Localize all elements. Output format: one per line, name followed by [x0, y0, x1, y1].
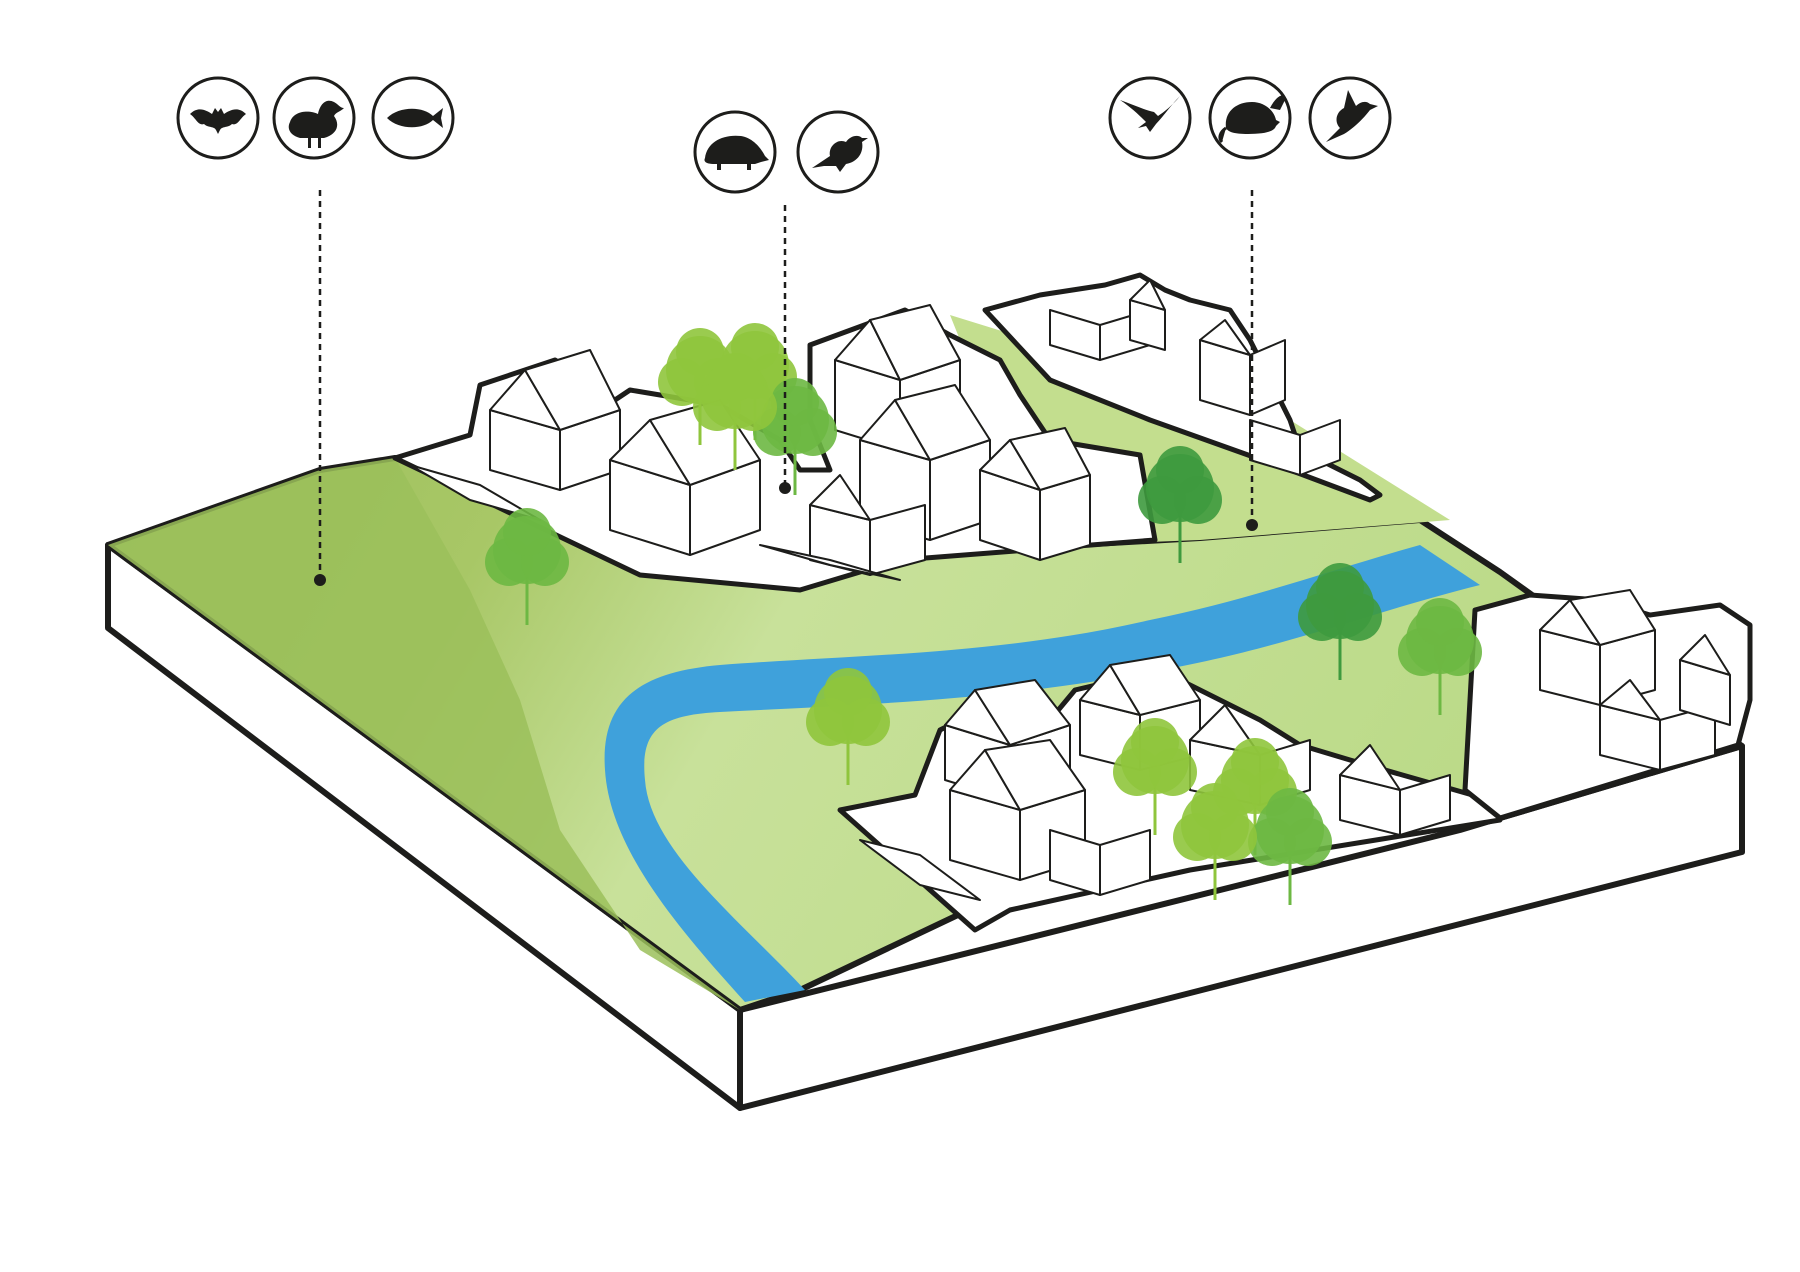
callout-leaders [314, 190, 1258, 586]
house [1129, 279, 1166, 351]
tree [485, 508, 569, 625]
songbird-icon [796, 110, 880, 194]
house [1199, 319, 1286, 416]
trees [485, 323, 1482, 905]
tree [1138, 446, 1222, 563]
goose-icon [1308, 76, 1392, 160]
garden-path [759, 544, 901, 581]
tree [1248, 788, 1332, 905]
house [979, 427, 1091, 561]
house [949, 739, 1086, 881]
marker-dot-gardens [779, 482, 791, 494]
house-block-south [837, 654, 1503, 933]
house [859, 384, 991, 541]
wetland-meadow [108, 458, 740, 1010]
tree [806, 668, 890, 785]
river [604, 545, 1480, 1002]
tree [1173, 783, 1257, 900]
species-group-wetland [176, 76, 455, 160]
garden-path [859, 839, 981, 901]
duck-icon [272, 76, 356, 160]
tree [1298, 563, 1382, 680]
tree [1398, 598, 1482, 715]
house [1249, 419, 1341, 476]
house [1339, 744, 1451, 836]
heron-icon [1108, 76, 1192, 160]
house [1049, 829, 1151, 896]
house [489, 349, 621, 491]
tree [693, 353, 777, 470]
house [809, 474, 926, 576]
house-row-northeast [982, 272, 1383, 503]
species-group-gardens [693, 110, 880, 194]
hedgehog-icon [693, 110, 777, 194]
water-vole-icon [1208, 76, 1292, 160]
house [1679, 634, 1731, 726]
fish-icon [371, 76, 455, 160]
bat-icon [176, 76, 260, 160]
house-block-east [1462, 589, 1753, 821]
species-group-river-edge [1108, 76, 1392, 160]
house [1599, 679, 1716, 771]
house [609, 399, 761, 556]
marker-dot-wetland [314, 574, 326, 586]
house [1539, 589, 1656, 706]
tree [1113, 718, 1197, 835]
marker-dot-river-edge [1246, 519, 1258, 531]
